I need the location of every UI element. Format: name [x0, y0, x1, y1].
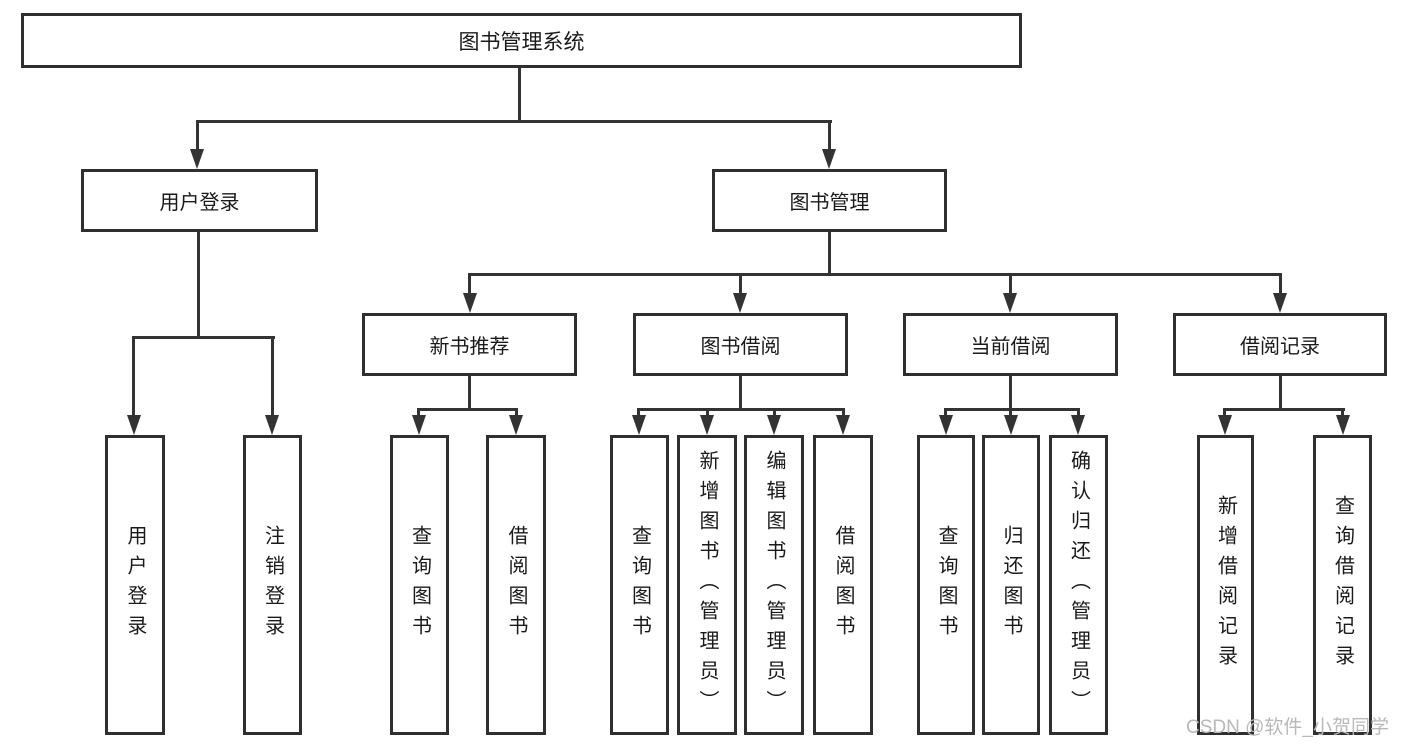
- arrowhead-leaf: [1218, 415, 1232, 435]
- leaf-label: 查询图书: [628, 525, 651, 645]
- connector-leaf-drop: [1009, 408, 1012, 420]
- connector-leaf-drop: [773, 408, 776, 420]
- connector-leaf-drop: [417, 408, 420, 420]
- leaf-label: 确认归还（管理员）: [1067, 450, 1090, 720]
- connector-level3-bar: [468, 273, 1282, 276]
- node-book-borrow: 图书借阅: [633, 313, 848, 376]
- node-user-login: 用户登录: [81, 169, 318, 232]
- connector-user-login-bar: [132, 336, 275, 339]
- leaf-borrow-search: 查询图书: [610, 435, 669, 735]
- connector-leaf-drop: [1077, 408, 1080, 420]
- connector-borrow-records-bar: [1223, 408, 1345, 411]
- connector-root-stem: [518, 68, 521, 123]
- arrowhead-logout: [265, 415, 279, 435]
- connector-book-mgmt-stem: [828, 232, 831, 276]
- connector-current-borrow-bar: [944, 408, 1080, 411]
- node-borrow-records-label: 借阅记录: [1240, 336, 1320, 358]
- leaf-newbooks-borrow: 借阅图书: [486, 435, 546, 735]
- leaf-label: 借阅图书: [832, 525, 854, 645]
- connector-book-borrow-stem: [739, 376, 742, 411]
- node-new-books: 新书推荐: [362, 313, 577, 376]
- connector-drop-login: [132, 336, 135, 418]
- leaf-newbooks-search: 查询图书: [390, 435, 449, 735]
- leaf-borrow-borrow: 借阅图书: [813, 435, 873, 735]
- leaf-label: 编辑图书（管理员）: [763, 450, 785, 720]
- leaf-user-logout: 注销登录: [243, 435, 302, 735]
- connector-new-books-stem: [468, 376, 471, 411]
- leaf-label: 查询借阅记录: [1331, 495, 1354, 675]
- leaf-label: 新增图书（管理员）: [696, 450, 718, 720]
- arrowhead-leaf: [632, 415, 646, 435]
- leaf-label: 归还图书: [1000, 525, 1022, 645]
- connector-leaf-drop: [1223, 408, 1226, 420]
- connector-drop-current-borrow: [1009, 273, 1012, 295]
- node-book-borrow-label: 图书借阅: [700, 336, 781, 358]
- node-root: 图书管理系统: [21, 13, 1022, 68]
- arrowhead-leaf: [1336, 415, 1350, 435]
- connector-drop-logout: [271, 336, 274, 418]
- connector-leaf-drop: [944, 408, 947, 420]
- connector-drop-book-mgmt: [828, 120, 831, 152]
- leaf-label: 新增借阅记录: [1214, 495, 1237, 675]
- leaf-label: 查询图书: [408, 525, 431, 645]
- arrowhead-new-books: [463, 293, 477, 313]
- arrowhead-leaf: [836, 415, 850, 435]
- node-new-books-label: 新书推荐: [429, 336, 510, 358]
- node-current-borrow: 当前借阅: [903, 313, 1118, 376]
- arrowhead-user-login: [190, 149, 204, 169]
- connector-borrow-records-stem: [1279, 376, 1282, 411]
- arrowhead-leaf: [700, 415, 714, 435]
- node-book-mgmt-label: 图书管理: [789, 192, 870, 214]
- arrowhead-leaf: [1071, 415, 1085, 435]
- arrowhead-book-borrow: [733, 293, 747, 313]
- connector-leaf-drop: [637, 408, 640, 420]
- node-user-login-label: 用户登录: [159, 192, 240, 214]
- connector-new-books-bar: [417, 408, 518, 411]
- connector-drop-book-borrow: [739, 273, 742, 295]
- node-book-mgmt: 图书管理: [712, 169, 947, 232]
- connector-level2-bar: [196, 120, 832, 123]
- arrowhead-leaf: [767, 415, 781, 435]
- leaf-borrow-add-admin: 新增图书（管理员）: [677, 435, 737, 735]
- arrowhead-leaf: [1004, 415, 1018, 435]
- connector-drop-user-login: [196, 120, 199, 152]
- leaf-records-add: 新增借阅记录: [1197, 435, 1254, 735]
- leaf-label: 借阅图书: [505, 525, 527, 645]
- leaf-current-search: 查询图书: [917, 435, 975, 735]
- connector-drop-borrow-records: [1279, 273, 1282, 295]
- connector-leaf-drop: [515, 408, 518, 420]
- connector-leaf-drop: [706, 408, 709, 420]
- node-root-label: 图书管理系统: [458, 30, 585, 54]
- leaf-user-login: 用户登录: [105, 435, 165, 735]
- connector-book-borrow-bar: [637, 408, 845, 411]
- arrowhead-current-borrow: [1003, 293, 1017, 313]
- arrowhead-book-mgmt: [822, 149, 836, 169]
- leaf-label: 查询图书: [935, 525, 957, 645]
- connector-leaf-drop: [842, 408, 845, 420]
- leaf-current-return: 归还图书: [982, 435, 1040, 735]
- arrowhead-leaf: [412, 415, 426, 435]
- connector-leaf-drop: [1341, 408, 1344, 420]
- connector-drop-new-books: [468, 273, 471, 295]
- arrowhead-borrow-records: [1273, 293, 1287, 313]
- arrowhead-leaf: [939, 415, 953, 435]
- leaf-borrow-edit-admin: 编辑图书（管理员）: [744, 435, 804, 735]
- node-borrow-records: 借阅记录: [1173, 313, 1387, 376]
- csdn-watermark: CSDN @软件_小贺同学: [1186, 717, 1389, 738]
- arrowhead-login: [127, 415, 141, 435]
- leaf-label: 用户登录: [124, 525, 146, 645]
- leaf-current-confirm-admin: 确认归还（管理员）: [1049, 435, 1108, 735]
- connector-user-login-stem: [197, 232, 200, 339]
- node-current-borrow-label: 当前借阅: [970, 336, 1051, 358]
- connector-current-borrow-stem: [1009, 376, 1012, 411]
- arrowhead-leaf: [509, 415, 523, 435]
- leaf-label: 注销登录: [261, 525, 284, 645]
- leaf-records-search: 查询借阅记录: [1313, 435, 1372, 735]
